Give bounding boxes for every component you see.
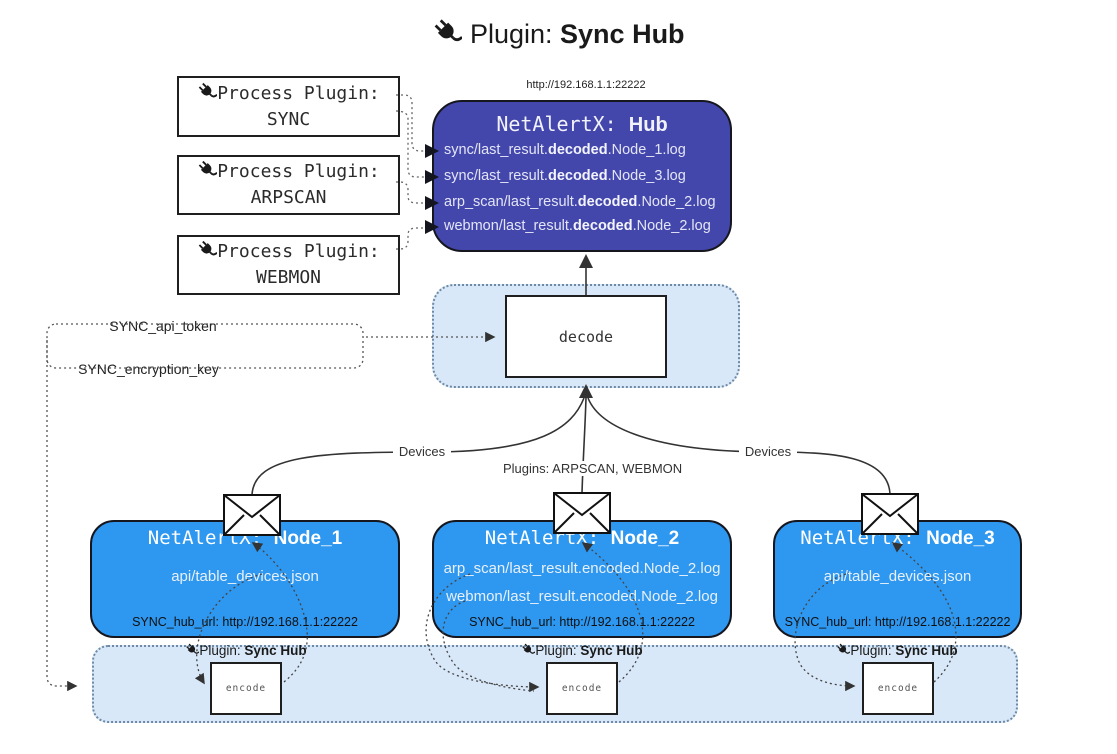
plug-icon	[197, 160, 218, 182]
sync-encryption-key-label: SYNC_encryption_key	[68, 361, 229, 377]
hub-box	[432, 100, 732, 252]
process-plugin-label: Process Plugin:	[197, 159, 380, 185]
plugins-middle-label: Plugins: ARPSCAN, WEBMON	[500, 461, 682, 476]
process-plugin-label: Process Plugin:	[197, 239, 380, 265]
node-2-file: webmon/last_result.encoded.Node_2.log	[446, 588, 718, 605]
encode-box-2: encode	[546, 662, 618, 715]
page-title-prefix: Plugin:	[469, 19, 553, 49]
plug-icon	[521, 643, 536, 658]
node-3-title: NetAlertX: Node_3	[800, 527, 995, 549]
devices-right-label: Devices	[739, 444, 797, 459]
process-plugin-arpscan: Process Plugin: ARPSCAN	[177, 155, 400, 215]
node-2-title: NetAlertX: Node_2	[484, 527, 680, 549]
page-title-name: Sync Hub	[560, 19, 685, 49]
hub-file-line: webmon/last_result.decoded.Node_2.log	[444, 218, 711, 234]
devices-left-label: Devices	[393, 444, 451, 459]
encoder-3-label: Plugin: Sync Hub	[807, 643, 987, 658]
process-plugin-sync: Process Plugin: SYNC	[177, 76, 400, 137]
process-plugin-name: SYNC	[266, 108, 311, 130]
node-1-file: api/table_devices.json	[171, 568, 319, 585]
plug-icon	[836, 643, 851, 658]
process-plugin-webmon: Process Plugin: WEBMON	[177, 235, 400, 295]
plug-icon	[432, 19, 464, 49]
plug-icon	[197, 240, 218, 262]
node-3-file: api/table_devices.json	[823, 568, 972, 585]
node-1-hub-url: SYNC_hub_url: http://192.168.1.1:22222	[132, 615, 358, 629]
encoder-1-label: Plugin: Sync Hub	[156, 643, 336, 658]
page-title: Plugin: Sync Hub	[0, 18, 1117, 50]
plugin-to-hub-links	[395, 94, 426, 250]
node-2-file: arp_scan/last_result.encoded.Node_2.log	[443, 560, 721, 577]
decode-box: decode	[505, 295, 667, 378]
process-plugin-name: ARPSCAN	[250, 187, 327, 208]
encode-box-3: encode	[862, 662, 934, 715]
hub-file-line: sync/last_result.decoded.Node_1.log	[444, 142, 686, 158]
plug-icon	[197, 82, 218, 104]
encode-box-1: encode	[210, 662, 282, 715]
hub-file-line: arp_scan/last_result.decoded.Node_2.log	[444, 194, 716, 210]
hub-file-line: sync/last_result.decoded.Node_3.log	[444, 168, 686, 184]
hub-url: http://192.168.1.1:22222	[526, 79, 646, 91]
hub-title: NetAlertX: Hub	[496, 112, 668, 136]
process-plugin-name: WEBMON	[255, 267, 322, 288]
node-3-hub-url: SYNC_hub_url: http://192.168.1.1:22222	[784, 615, 1011, 629]
node-2-hub-url: SYNC_hub_url: http://192.168.1.1:22222	[469, 615, 695, 629]
node-1-title: NetAlertX: Node_1	[147, 527, 343, 549]
encoder-2-label: Plugin: Sync Hub	[492, 643, 672, 658]
process-plugin-label: Process Plugin:	[197, 81, 380, 107]
plug-icon	[185, 643, 200, 658]
sync-api-token-label: SYNC_api_token	[100, 318, 226, 334]
